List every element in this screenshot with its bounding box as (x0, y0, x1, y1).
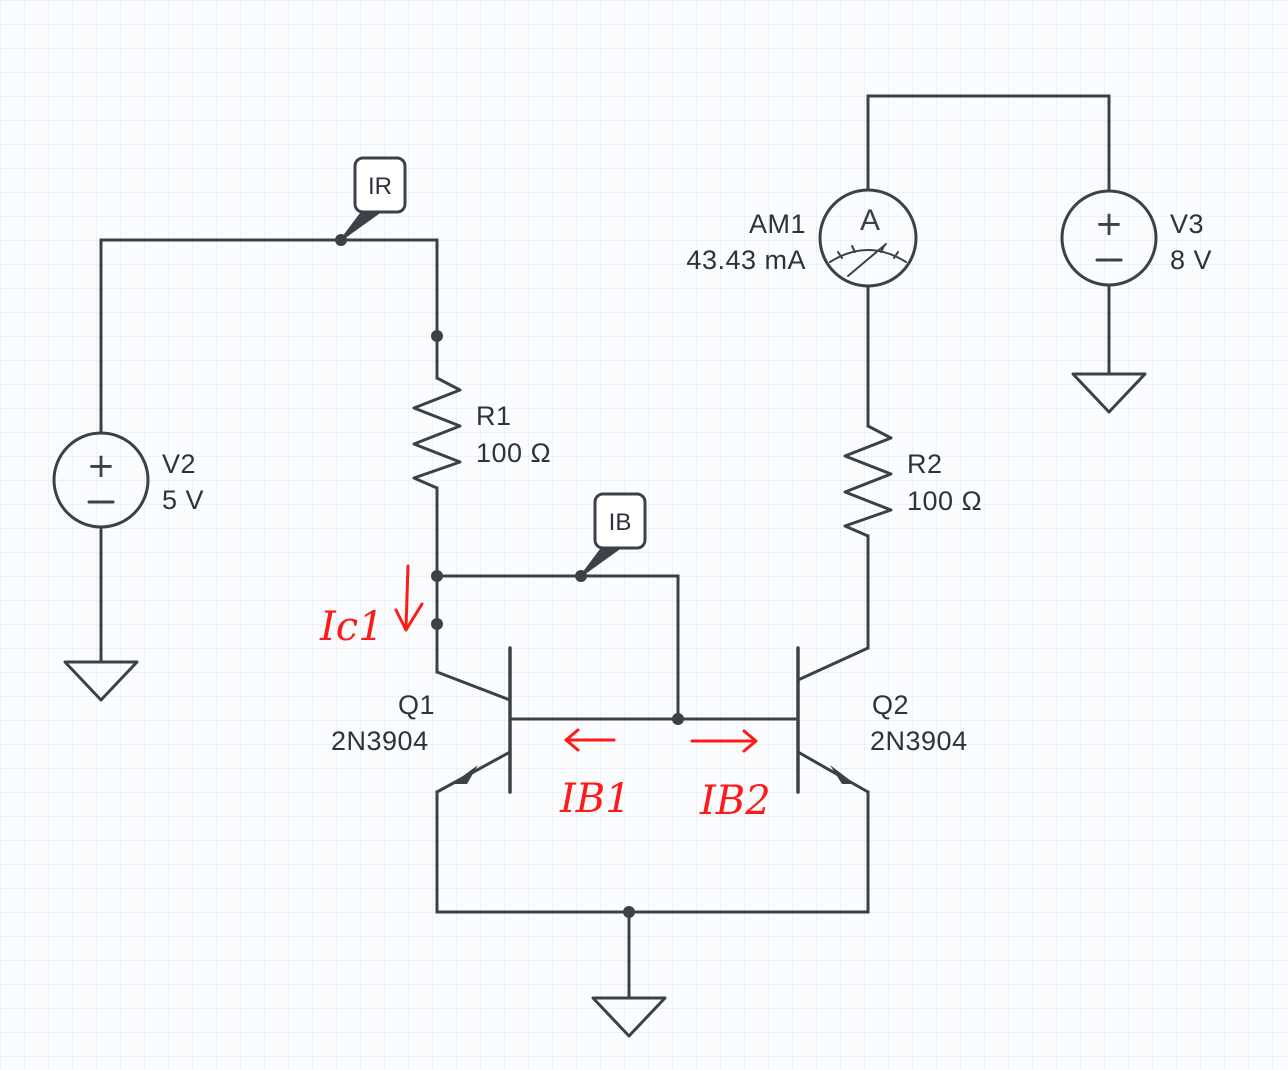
annotation-ib2-text: IB2 (699, 778, 771, 824)
v3-name: V3 (1170, 209, 1204, 239)
gauge-needle-icon (847, 243, 887, 277)
annotation-ic1-text: Ic1 (319, 604, 384, 650)
arrow-down-icon (394, 564, 424, 632)
wire-emitter-bus (435, 790, 870, 914)
annotation-ib2: IB2 (690, 729, 771, 824)
ground-icon (1071, 372, 1147, 414)
annotation-ic1: Ic1 (319, 564, 424, 650)
arrow-left-icon (564, 728, 616, 752)
q1-emitter-arrow-icon (452, 765, 478, 784)
node-ground (623, 906, 635, 918)
annotation-ib1: IB1 (559, 728, 631, 822)
ammeter-am1[interactable]: A (818, 188, 918, 288)
gauge-scale-icon (829, 249, 907, 263)
r2-name: R2 (907, 449, 943, 479)
transistor-q1[interactable] (435, 646, 512, 794)
probe-ib[interactable]: IB (580, 492, 647, 577)
wire-v3-top (866, 94, 1111, 192)
q2-name: Q2 (872, 690, 909, 720)
r1-value: 100 Ω (476, 438, 551, 468)
v2-value: 5 V (162, 485, 204, 515)
resistor-r1[interactable] (412, 376, 462, 490)
plus-icon: + (87, 446, 116, 486)
annotation-ib1-text: IB1 (559, 776, 631, 822)
node-q1-collector (431, 570, 443, 582)
wire-v2-top (99, 238, 439, 435)
r2-value: 100 Ω (907, 486, 982, 516)
plus-icon: + (1095, 204, 1124, 244)
ammeter-symbol: A (860, 204, 880, 237)
node-base-bus (672, 713, 684, 725)
q1-collector-lead (435, 670, 512, 702)
transistor-q2[interactable] (796, 646, 870, 794)
am1-reading: 43.43 mA (686, 245, 806, 275)
q1-model: 2N3904 (331, 726, 429, 756)
wire-ib-path (435, 574, 680, 721)
v3-value: 8 V (1170, 245, 1212, 275)
voltage-source-v3[interactable]: + (1060, 189, 1158, 287)
v2-name: V2 (162, 449, 196, 479)
q2-emitter-lead (796, 750, 870, 794)
ground-icon (63, 660, 139, 702)
node-q1-collector-lower (431, 618, 443, 630)
r1-name: R1 (476, 401, 512, 431)
resistor-r2[interactable] (843, 424, 893, 538)
q1-name: Q1 (398, 690, 435, 720)
q2-model: 2N3904 (870, 726, 968, 756)
probe-ir[interactable]: IR (340, 156, 407, 241)
probe-ib-label: IB (609, 509, 632, 536)
arrow-right-icon (690, 729, 758, 753)
am1-name: AM1 (749, 209, 806, 239)
voltage-source-v2[interactable]: + (52, 431, 150, 529)
q2-collector-lead (796, 646, 870, 682)
q2-emitter-arrow-icon (830, 765, 855, 784)
probe-ir-label: IR (368, 173, 392, 200)
node-r1-top (431, 330, 443, 342)
ground-icon (591, 996, 667, 1038)
